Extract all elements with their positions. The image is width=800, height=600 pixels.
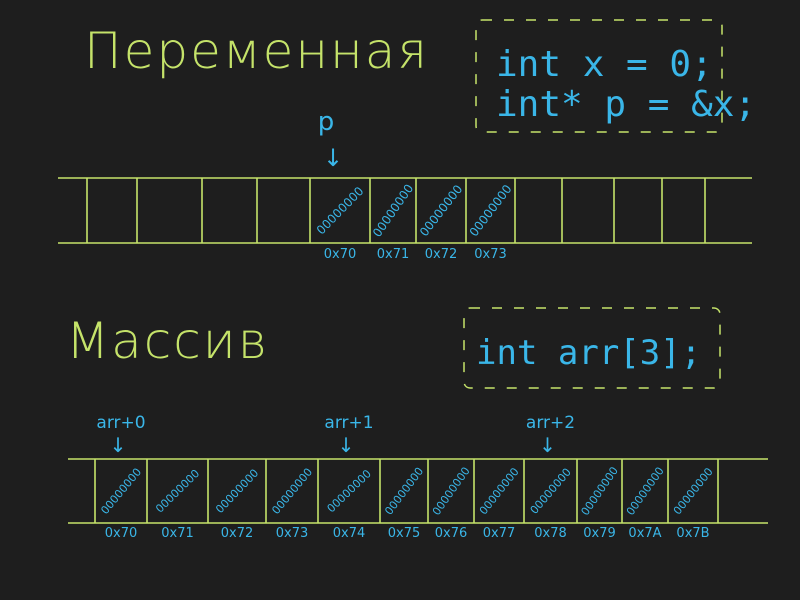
address-label: 0x79 (583, 526, 616, 541)
address-label: 0x73 (474, 247, 507, 262)
variable-code-line-1: int x = 0; (496, 44, 713, 85)
address-label: 0x74 (333, 526, 366, 541)
address-label: 0x76 (435, 526, 468, 541)
array-memory-strip (68, 458, 768, 524)
address-label: 0x71 (377, 247, 410, 262)
array-code-frame (463, 307, 721, 389)
pointer-arrow-icon: ↓ (539, 433, 556, 457)
address-label: 0x75 (388, 526, 421, 541)
address-label: 0x7B (676, 526, 709, 541)
pointer-arrow-icon: ↓ (110, 433, 127, 457)
array-pointer-labels: arr+0↓arr+1↓arr+2↓ (96, 413, 575, 457)
variable-code-line-2: int* p = &x; (496, 84, 756, 125)
pointer-label: arr+2 (526, 413, 575, 433)
variable-title: Переменная (84, 22, 429, 80)
address-label: 0x70 (105, 526, 138, 541)
array-address-labels: 0x70 0x71 0x72 0x73 0x74 0x75 0x76 0x77 0x78 0x79… (105, 526, 710, 541)
pointer-arrow-icon: ↓ (338, 433, 355, 457)
address-label: 0x72 (425, 247, 458, 262)
pointer-label: arr+0 (96, 413, 145, 433)
address-label: 0x7A (628, 526, 661, 541)
address-label: 0x70 (324, 247, 357, 262)
pointer-p-label: p (318, 107, 335, 137)
pointer-p-arrow-icon: ↓ (323, 144, 343, 172)
variable-address-labels: 0x70 0x71 0x72 0x73 (324, 247, 507, 262)
pointer-label: arr+1 (324, 413, 373, 433)
address-label: 0x73 (276, 526, 309, 541)
address-label: 0x72 (221, 526, 254, 541)
array-title: Массив (66, 312, 269, 370)
address-label: 0x71 (161, 526, 194, 541)
address-label: 0x78 (534, 526, 567, 541)
variable-code-frame (475, 19, 723, 133)
variable-memory-strip (58, 177, 752, 244)
address-label: 0x77 (483, 526, 516, 541)
array-code-line: int arr[3]; (476, 333, 701, 373)
